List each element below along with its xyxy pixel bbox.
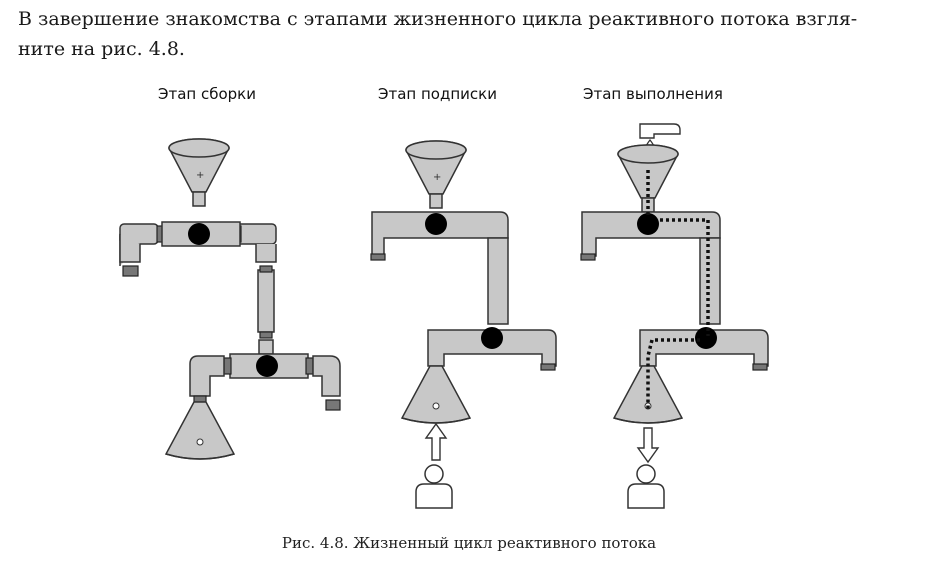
bottom-funnel-icon (401, 365, 471, 424)
data-flow-line (646, 170, 710, 410)
svg-text:+: + (433, 172, 441, 183)
stage-label-assembly: Этап сборки (158, 85, 256, 103)
valve-icon (695, 327, 717, 349)
stage-label-execution: Этап выполнения (583, 85, 723, 103)
cap-icon (122, 265, 139, 277)
emit-arrow-icon (636, 427, 660, 464)
subscriber-icon (415, 464, 453, 509)
valve-icon (481, 327, 503, 349)
stage-label-subscription: Этап подписки (378, 85, 497, 103)
assembly-stage-group: + (119, 138, 341, 460)
faucet-icon (639, 123, 681, 139)
consumer-icon (627, 464, 665, 509)
valve-icon (425, 213, 447, 235)
subscribe-arrow-icon (424, 422, 448, 461)
subscription-stage-group: + (370, 140, 557, 509)
valve-icon (256, 355, 278, 377)
bottom-funnel-icon (165, 401, 235, 460)
svg-text:+: + (196, 170, 204, 181)
execution-stage-group (580, 123, 769, 509)
intro-paragraph: В завершение знакомства с этапами жизнен… (18, 8, 858, 60)
valve-icon (188, 223, 210, 245)
figure-caption: Рис. 4.8. Жизненный цикл реактивного пот… (281, 534, 657, 552)
valve-icon (637, 213, 659, 235)
